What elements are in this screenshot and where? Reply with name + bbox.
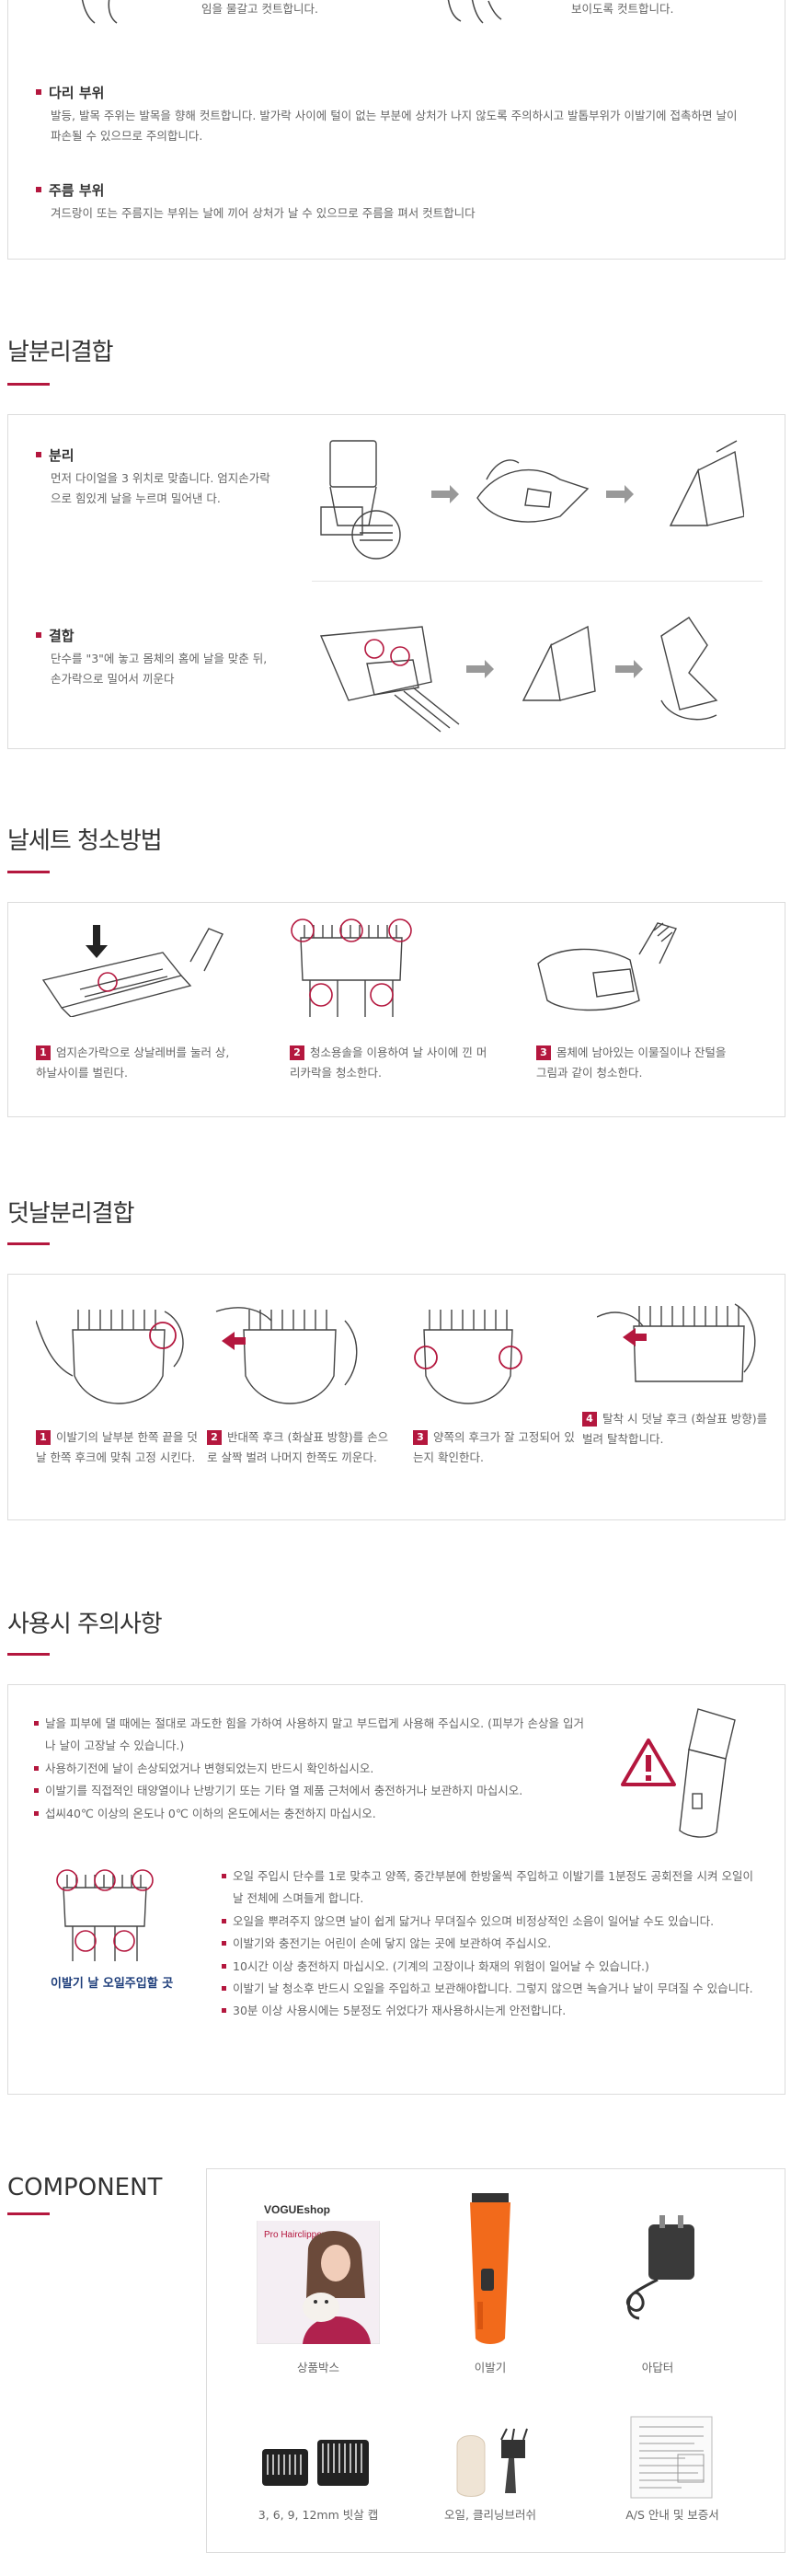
component-label-oil-brush: 오일, 클리닝브러쉬 (444, 2508, 536, 2522)
cleaning-illustration-3 (529, 918, 685, 1028)
blade-cleaning-title: 날세트 청소방법 (7, 827, 163, 855)
component-label-caps: 3, 6, 9, 12mm 빗살 캡 (258, 2508, 379, 2522)
cautions-list-bottom: 오일 주입시 단수를 1로 맞추고 양쪽, 중간부분에 한방울씩 주입하고 이발… (222, 1866, 755, 2023)
component-label-warranty: A/S 안내 및 보증서 (625, 2508, 719, 2522)
step-number: 2 (290, 1045, 304, 1060)
caution-item: 날을 피부에 댈 때에는 절대로 과도한 힘을 가하여 사용하지 말고 부드럽게… (34, 1713, 586, 1758)
cap-step-3-text: 양쪽의 후크가 잘 고정되어 있는지 확인한다. (413, 1430, 575, 1464)
caution-item: 오일을 뿌려주지 않으면 날이 쉽게 닳거나 무뎌질수 있으며 비정상적인 소음… (222, 1911, 755, 1933)
cleaning-illustration-2 (282, 916, 420, 1026)
caution-item: 10시간 이상 충전하지 마십시오. (기계의 고장이나 화재의 위험이 일어날… (222, 1956, 755, 1978)
comb-caps-image (262, 2431, 373, 2495)
component-label-clipper: 이발기 (474, 2361, 507, 2374)
cap-illustration-4 (597, 1299, 762, 1400)
product-box-brand: VOGUEshop (264, 2203, 330, 2216)
component-title: COMPONENT (7, 2174, 163, 2201)
grooming-tips-box: 임을 물갈고 컷트합니다. 보이도록 컷트합니다. 다리 부위 발등, 발목 주… (7, 0, 785, 260)
cap-step-4-text: 탈착 시 덧날 후크 (화살표 방향)를 벌려 탈착합니다. (582, 1412, 768, 1446)
blade-separate-illustration (312, 433, 744, 562)
caution-item: 섭씨40℃ 이상의 온도나 0℃ 이하의 온도에서는 충전하지 마십시오. (34, 1803, 586, 1825)
cautions-list-top: 날을 피부에 댈 때에는 절대로 과도한 힘을 가하여 사용하지 말고 부드럽게… (34, 1713, 586, 1825)
top-caption-left: 임을 물갈고 컷트합니다. (201, 2, 318, 16)
blade-cleaning-underline (7, 871, 50, 873)
cap-illustration-1 (36, 1302, 192, 1422)
product-box-image: VOGUEshop Pro Hairclipper (257, 2197, 380, 2344)
cleaning-step-3-text: 몸체에 남아있는 이물질이나 잔털을 그림과 같이 청소한다. (536, 1045, 727, 1080)
caution-item: 이발기 날 청소후 반드시 오일을 주입하고 보관해야합니다. 그렇지 않으면 … (222, 1978, 755, 2000)
step-number: 2 (207, 1430, 222, 1445)
caution-item: 이발기를 직접적인 태양열이나 난방기기 또는 기타 열 제품 근처에서 충전하… (34, 1780, 586, 1802)
cap-step-1-text: 이발기의 날부분 한쪽 끝을 덧날 한쪽 후크에 맞춰 고정 시킨다. (36, 1430, 198, 1464)
warning-icon (619, 1737, 678, 1788)
caution-item: 사용하기전에 날이 손상되었거나 변형되었는지 반드시 확인하십시오. (34, 1758, 586, 1780)
leg-area-text: 발등, 발목 주위는 발목을 향해 컷트합니다. 발가락 사이에 털이 없는 부… (51, 109, 738, 143)
combine-text: 단수를 "3"에 놓고 몸체의 홈에 날을 맞춘 뒤, 손가락으로 밀어서 끼운… (51, 652, 268, 686)
blade-separation-title: 날분리결합 (7, 339, 114, 366)
orange-clipper-image (463, 2191, 518, 2348)
cap-separation-title: 덧날분리결합 (7, 1200, 135, 1228)
oil-points-illustration (54, 1866, 155, 1967)
cautions-title: 사용시 주의사항 (7, 1611, 163, 1638)
separate-text: 먼저 다이얼을 3 위치로 맞춥니다. 엄지손가락으로 힘있게 날을 누르며 밀… (51, 471, 270, 505)
combine-title: 결합 (36, 625, 75, 648)
top-caption-right: 보이도록 컷트합니다. (571, 2, 674, 16)
warranty-card-image (630, 2416, 713, 2499)
component-underline (7, 2212, 50, 2215)
blade-separation-underline (7, 383, 50, 386)
oil-brush-image (448, 2427, 540, 2501)
caution-item: 오일 주입시 단수를 1로 맞추고 양쪽, 중간부분에 한방울씩 주입하고 이발… (222, 1866, 755, 1911)
blade-separation-box: 분리 먼저 다이얼을 3 위치로 맞춥니다. 엄지손가락으로 힘있게 날을 누르… (7, 414, 785, 749)
cleaning-illustration-1 (34, 925, 227, 1017)
step-number: 3 (413, 1430, 428, 1445)
cap-illustration-2 (207, 1302, 363, 1422)
dog-leg-illustration-left (73, 0, 128, 25)
step-number: 1 (36, 1430, 51, 1445)
adapter-image (612, 2215, 704, 2326)
step-number: 4 (582, 1412, 597, 1427)
cap-separation-underline (7, 1242, 50, 1245)
cleaning-step-1-text: 엄지손가락으로 상날레버를 눌러 상,하날사이를 벌린다. (36, 1045, 230, 1080)
blade-combine-illustration (312, 599, 753, 737)
wrinkle-area-text: 겨드랑이 또는 주름지는 부위는 날에 끼어 상처가 날 수 있으므로 주름을 … (51, 206, 476, 220)
product-box-sub: Pro Hairclipper (264, 2230, 326, 2240)
cap-step-2-text: 반대쪽 후크 (화살표 방향)를 손으로 살짝 벌려 나머지 한쪽도 끼운다. (207, 1430, 389, 1464)
clipper-illustration (671, 1704, 744, 1842)
wrinkle-area-title: 주름 부위 (36, 179, 104, 202)
caution-item: 이발기와 충전기는 어린이 손에 닿지 않는 곳에 보관하여 주십시오. (222, 1933, 755, 1955)
step-number: 1 (36, 1045, 51, 1060)
separate-title: 분리 (36, 445, 75, 468)
component-label-adapter: 아답터 (641, 2361, 674, 2374)
component-box: VOGUEshop Pro Hairclipper 상품박스 이발기 (206, 2168, 785, 2553)
cleaning-step-2-text: 청소용솔을 이용하여 날 사이에 낀 머리카락을 청소한다. (290, 1045, 487, 1080)
divider (312, 581, 762, 582)
cap-illustration-3 (413, 1302, 523, 1422)
cautions-box: 날을 피부에 댈 때에는 절대로 과도한 힘을 가하여 사용하지 말고 부드럽게… (7, 1684, 785, 2095)
component-label-box: 상품박스 (296, 2361, 339, 2374)
oil-points-caption: 이발기 날 오일주입할 곳 (51, 1977, 174, 1991)
cautions-underline (7, 1653, 50, 1656)
leg-area-title: 다리 부위 (36, 82, 104, 105)
caution-item: 30분 이상 사용시에는 5분정도 쉬었다가 재사용하시는게 안전합니다. (222, 2000, 755, 2022)
dog-leg-illustration-right (441, 0, 505, 25)
step-number: 3 (536, 1045, 551, 1060)
